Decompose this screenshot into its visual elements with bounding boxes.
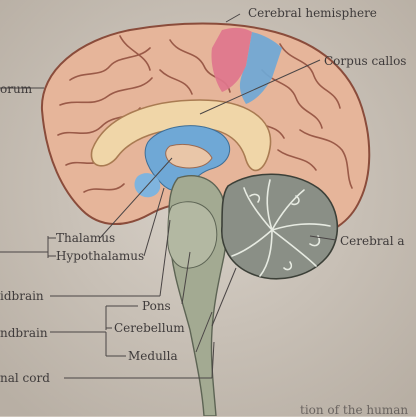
sensory-cortex-patch [239, 32, 282, 104]
label-hindbrain: ndbrain [0, 326, 48, 340]
motor-cortex-patch [211, 27, 252, 93]
pons [167, 201, 218, 269]
label-medulla: Medulla [128, 349, 178, 363]
thalamus [165, 144, 213, 169]
label-cerebral-hemisphere: Cerebral hemisphere [248, 6, 377, 20]
label-cerebral-aqueduct: Cerebral a [340, 234, 405, 248]
label-spinal-cord: nal cord [0, 371, 50, 385]
label-cerebellum: Cerebellum [114, 321, 185, 335]
corpus-callosum [90, 99, 272, 172]
caption-fragment: tion of the human [300, 403, 409, 417]
label-cerebrum: orum [0, 82, 33, 96]
label-midbrain: idbrain [0, 289, 44, 303]
cortical-folds [57, 35, 353, 201]
label-hypothalamus: Hypothalamus [56, 249, 145, 263]
cerebellum [221, 173, 339, 280]
leader-lines [0, 13, 337, 379]
label-pons: Pons [142, 299, 171, 313]
label-corpus-callosum: Corpus callos [324, 54, 407, 68]
label-thalamus: Thalamus [56, 231, 116, 245]
